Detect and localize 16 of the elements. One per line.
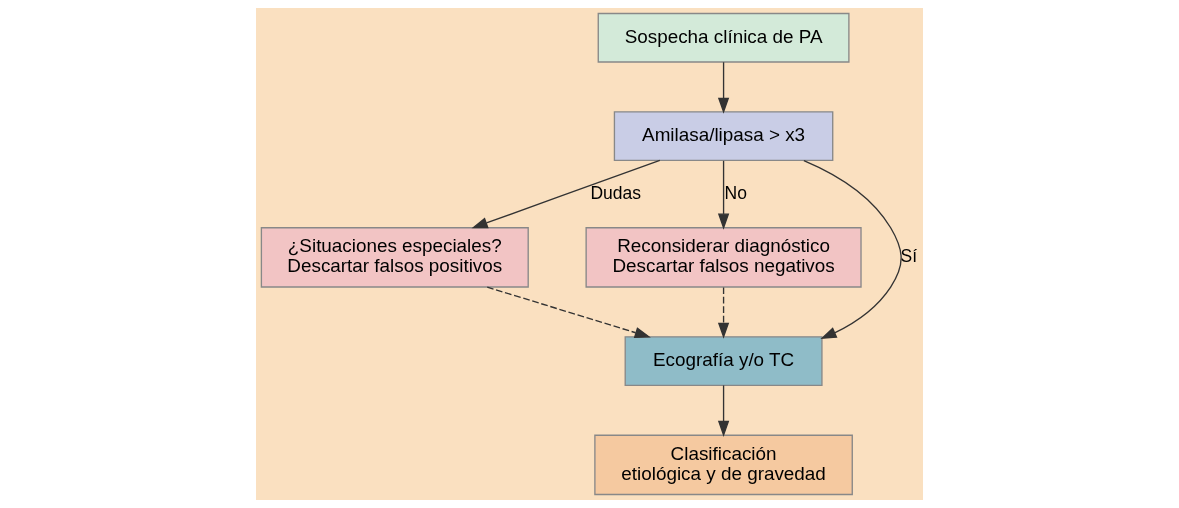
arrow: [486, 286, 651, 339]
arrow: [471, 159, 661, 229]
arrow: [803, 159, 902, 340]
edge-label: Sí: [900, 245, 918, 266]
edge-label: Dudas: [590, 182, 642, 203]
node-box: ¿Situaciones especiales? Descartar falsos positivos: [260, 227, 529, 288]
node-box: Ecografía y/o TC: [624, 336, 823, 387]
arrow: [717, 160, 730, 230]
arrow: [717, 61, 730, 114]
node-box: Amilasa/lipasa > x3: [613, 111, 834, 162]
arrow: [717, 384, 730, 437]
edge-label: No: [724, 182, 747, 203]
node-box: Sospecha clínica de PA: [597, 12, 850, 63]
node-box: Reconsiderar diagnóstico Descartar falsos negativos: [585, 227, 862, 288]
node-box: Clasificación etiológica y de gravedad: [594, 434, 853, 496]
arrow: [717, 286, 730, 339]
